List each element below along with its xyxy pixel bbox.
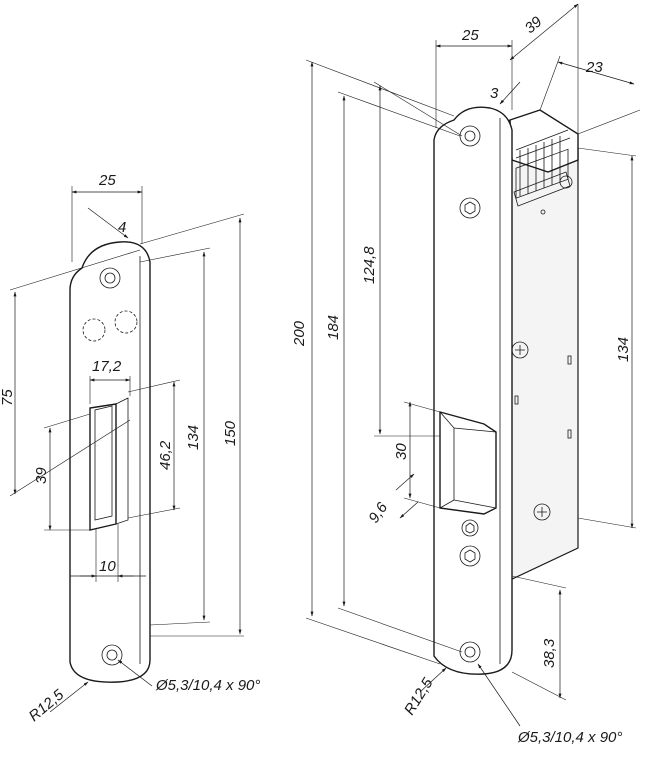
optional-hole-right	[114, 310, 138, 334]
dim-width-top: 25	[98, 172, 116, 189]
face-screw-latch	[461, 519, 479, 537]
dim-hole-right: Ø5,3/10,4 x 90°	[517, 729, 622, 746]
bottom-hole-outer	[101, 644, 123, 666]
dim-radius-left: R12,5	[26, 686, 68, 725]
dim-height-150: 150	[222, 420, 239, 446]
dim-slot-width: 17,2	[92, 358, 122, 375]
dim-body-width: 23	[585, 59, 603, 76]
dim-height-75: 75	[0, 389, 16, 406]
dim-latch-height: 30	[393, 443, 410, 460]
body-screw-lower	[533, 503, 551, 521]
top-hole-outer	[99, 267, 121, 289]
bottom-hole-inner	[106, 649, 118, 661]
dim-height-200: 200	[291, 320, 308, 347]
strike-slot-side	[115, 397, 129, 525]
top-hole-inner	[104, 272, 116, 284]
dim-bottom-offset: 38,3	[541, 638, 558, 668]
face-bottom-hole-inner	[464, 646, 476, 658]
dim-plate-thickness: 3	[490, 85, 499, 102]
latch-bolt	[439, 411, 497, 515]
terminal-pins	[515, 136, 569, 199]
dim-step: 4	[118, 219, 126, 236]
dim-front-width: 25	[461, 27, 479, 44]
face-bottom-hole-outer	[459, 641, 481, 663]
terminal-screw	[559, 175, 573, 189]
faceplate-outline	[433, 106, 513, 675]
dim-radius-right: R12,5	[401, 675, 437, 719]
face-top-hole-inner	[464, 130, 476, 142]
dim-latch-offset: 9,6	[365, 499, 391, 526]
lock-body-view: 25 39 23 3 200 184 124,8 30	[291, 3, 641, 746]
dim-body-height: 134	[615, 337, 632, 362]
face-hex-screw-lower	[459, 545, 481, 567]
dim-offset: 46,2	[157, 440, 174, 470]
optional-hole-left	[82, 318, 106, 342]
face-hex-screw	[459, 197, 481, 219]
dim-height-124: 124,8	[361, 246, 378, 284]
strike-plate-view: 25 4 75 39 17,2 46,2 134 150	[0, 172, 260, 725]
dim-height-184: 184	[325, 315, 342, 340]
dim-bottom-width: 10	[99, 558, 116, 575]
dim-height-134: 134	[185, 425, 202, 450]
strike-slot-inner	[94, 405, 113, 521]
dim-slot-height: 39	[33, 467, 50, 484]
dim-hole-left: Ø5,3/10,4 x 90°	[155, 677, 260, 694]
